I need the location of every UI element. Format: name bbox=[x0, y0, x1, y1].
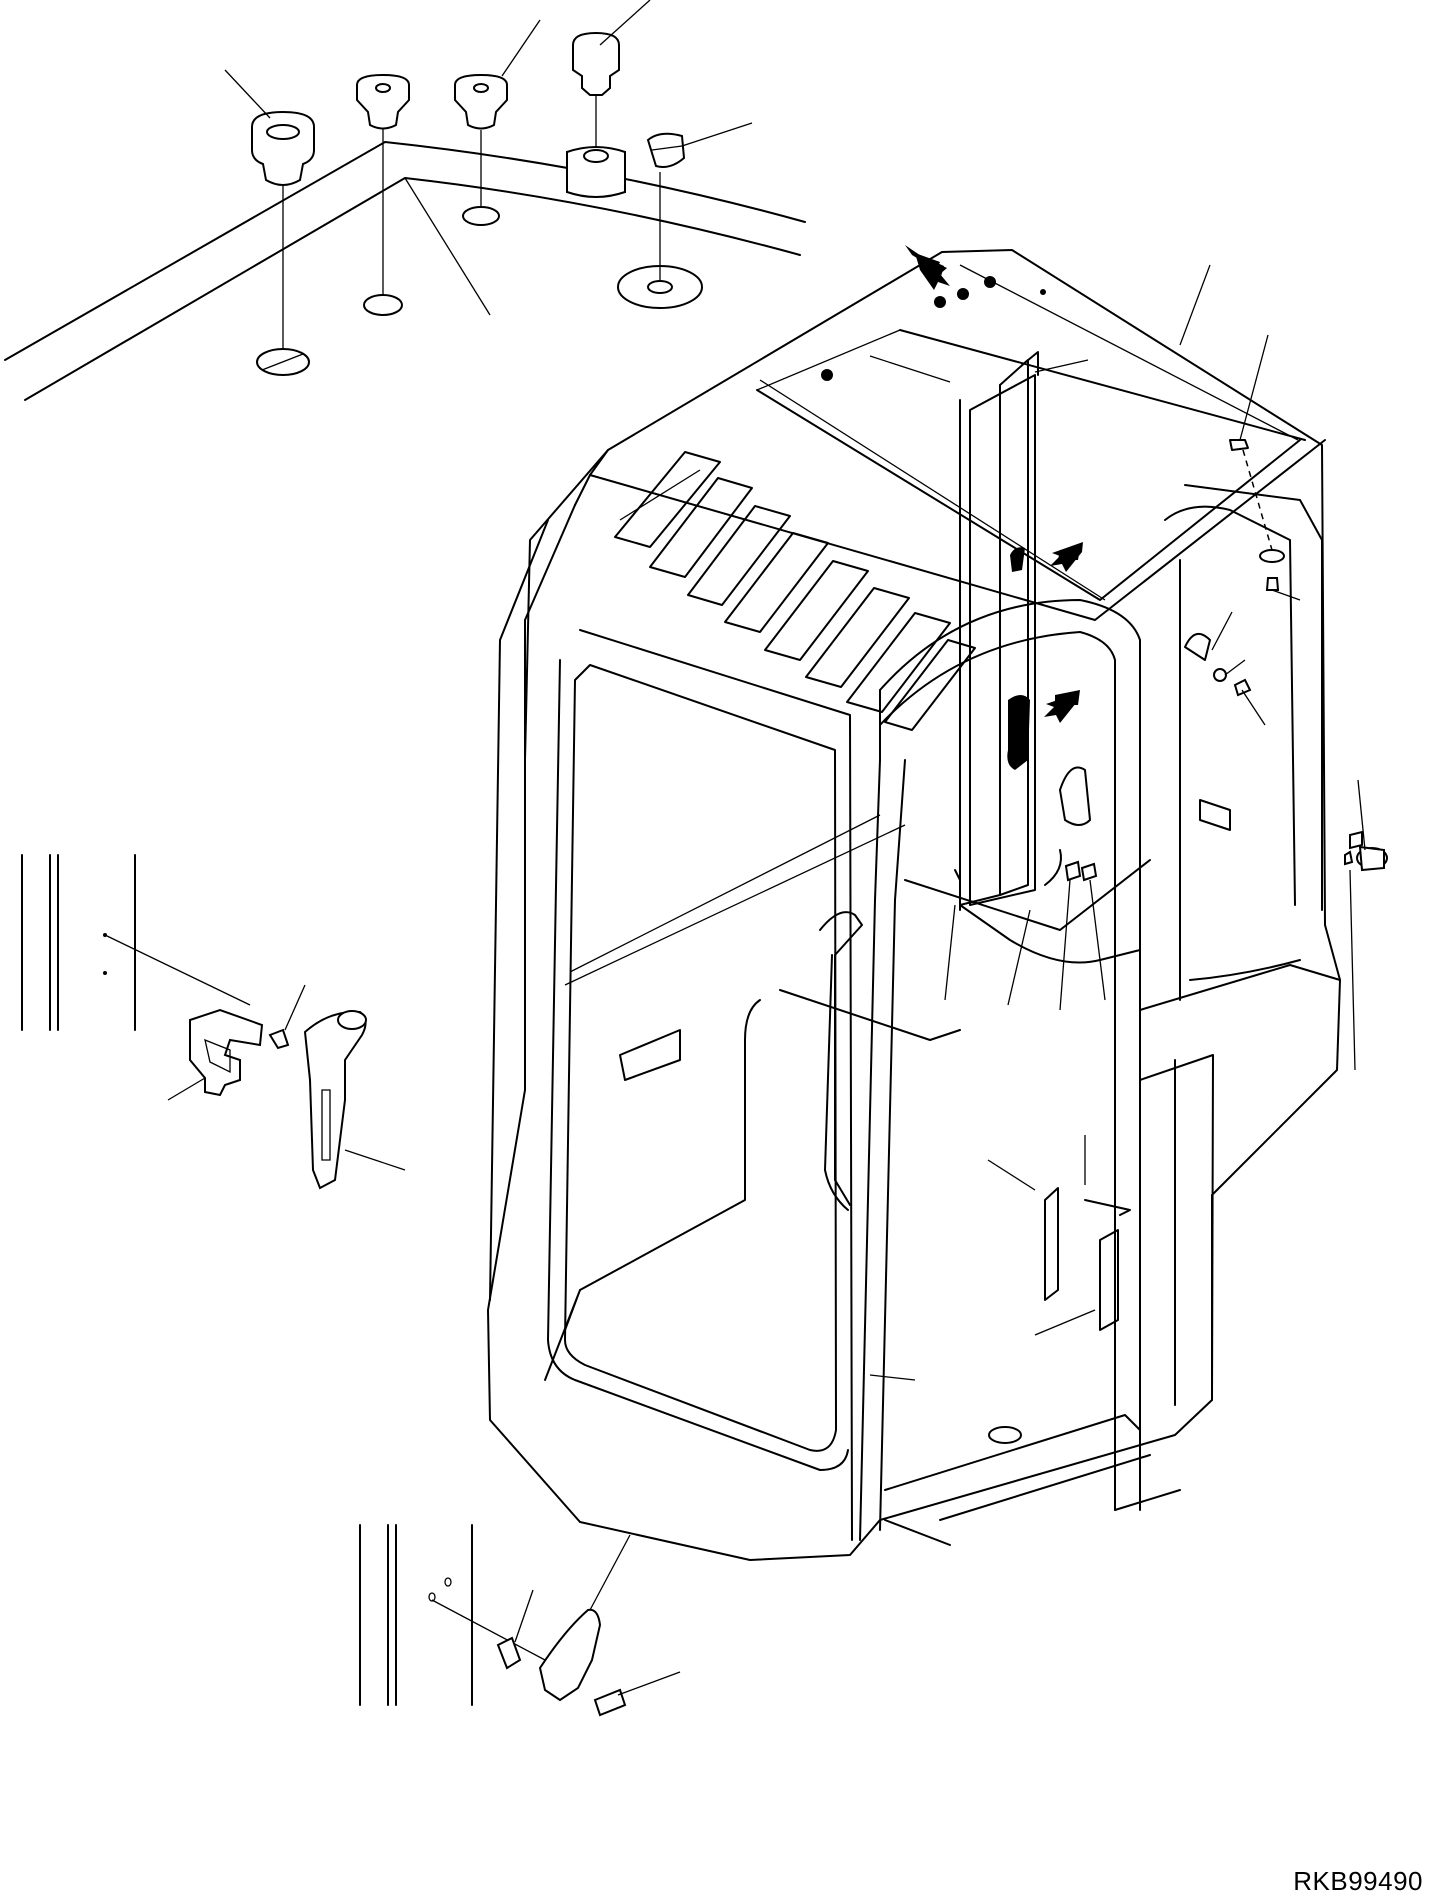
cab-frame bbox=[488, 250, 1340, 1560]
striker-detail bbox=[360, 1525, 680, 1715]
door-plates bbox=[1045, 1188, 1130, 1330]
misc-leaders bbox=[870, 1375, 915, 1380]
roof-panel-detail bbox=[5, 0, 805, 400]
latch-detail bbox=[22, 855, 405, 1188]
cab-leader-lines bbox=[870, 265, 1365, 1335]
roof-vents bbox=[615, 452, 975, 730]
drawing-code: RKB99490 bbox=[1293, 1866, 1423, 1896]
arrow-indicators bbox=[915, 253, 1083, 723]
